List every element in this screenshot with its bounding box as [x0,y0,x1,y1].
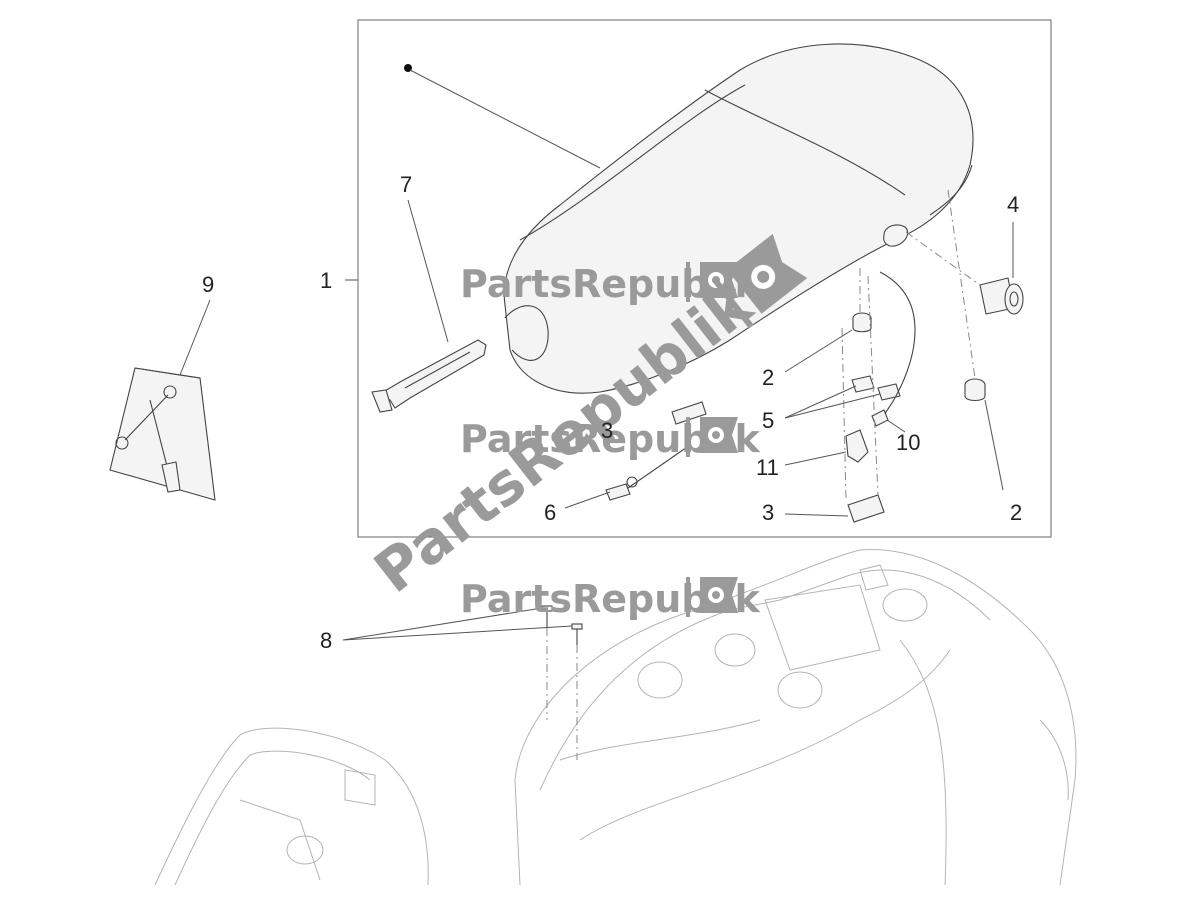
callout-7: 7 [400,172,412,197]
release-cable-part[interactable] [871,271,916,427]
buffer-part-right[interactable] [964,378,986,402]
leader-lines [179,69,1014,641]
callout-3: 3 [762,500,774,525]
bracket-part[interactable] [845,429,869,463]
buffer-part-upper[interactable] [852,312,872,333]
callout-1: 1 [320,268,332,293]
callout-9: 9 [202,272,214,297]
gear-flag-icon [700,577,738,613]
callout-labels: 1 2 2 3 3 4 5 6 7 8 9 10 11 [202,172,1022,653]
gear-flag-icon [727,233,808,314]
bolt-parts[interactable] [541,605,583,645]
seat-part[interactable] [503,43,974,394]
watermark-row-2: PartsRepublik [460,417,761,461]
clip-parts[interactable] [851,375,901,401]
watermark-row-1: PartsRepublik [460,262,761,306]
cable-hook-part[interactable] [605,444,691,501]
pad-part-left[interactable] [671,401,707,425]
lock-cylinder-part[interactable] [979,277,1024,315]
watermark-row-3: PartsRepublik [460,577,761,621]
callout-10: 10 [896,430,920,455]
callout-2: 2 [1010,500,1022,525]
pad-part-lower[interactable] [847,494,885,523]
callout-5: 5 [762,408,774,433]
frame-ghost [154,727,429,886]
wrench-icon [115,385,177,450]
gear-flag-icon [700,417,738,453]
callout-6: 6 [544,500,556,525]
alignment-lines [546,189,981,760]
callout-11: 11 [756,455,779,480]
assembly-frame [357,19,1052,538]
callout-3: 3 [601,418,613,443]
tool-kit-bag-part[interactable] [109,367,216,501]
latch-rail-part[interactable] [371,339,487,413]
callout-2: 2 [762,365,774,390]
callout-4: 4 [1007,192,1019,217]
callout-8: 8 [320,628,332,653]
screwdriver-icon [149,399,181,493]
